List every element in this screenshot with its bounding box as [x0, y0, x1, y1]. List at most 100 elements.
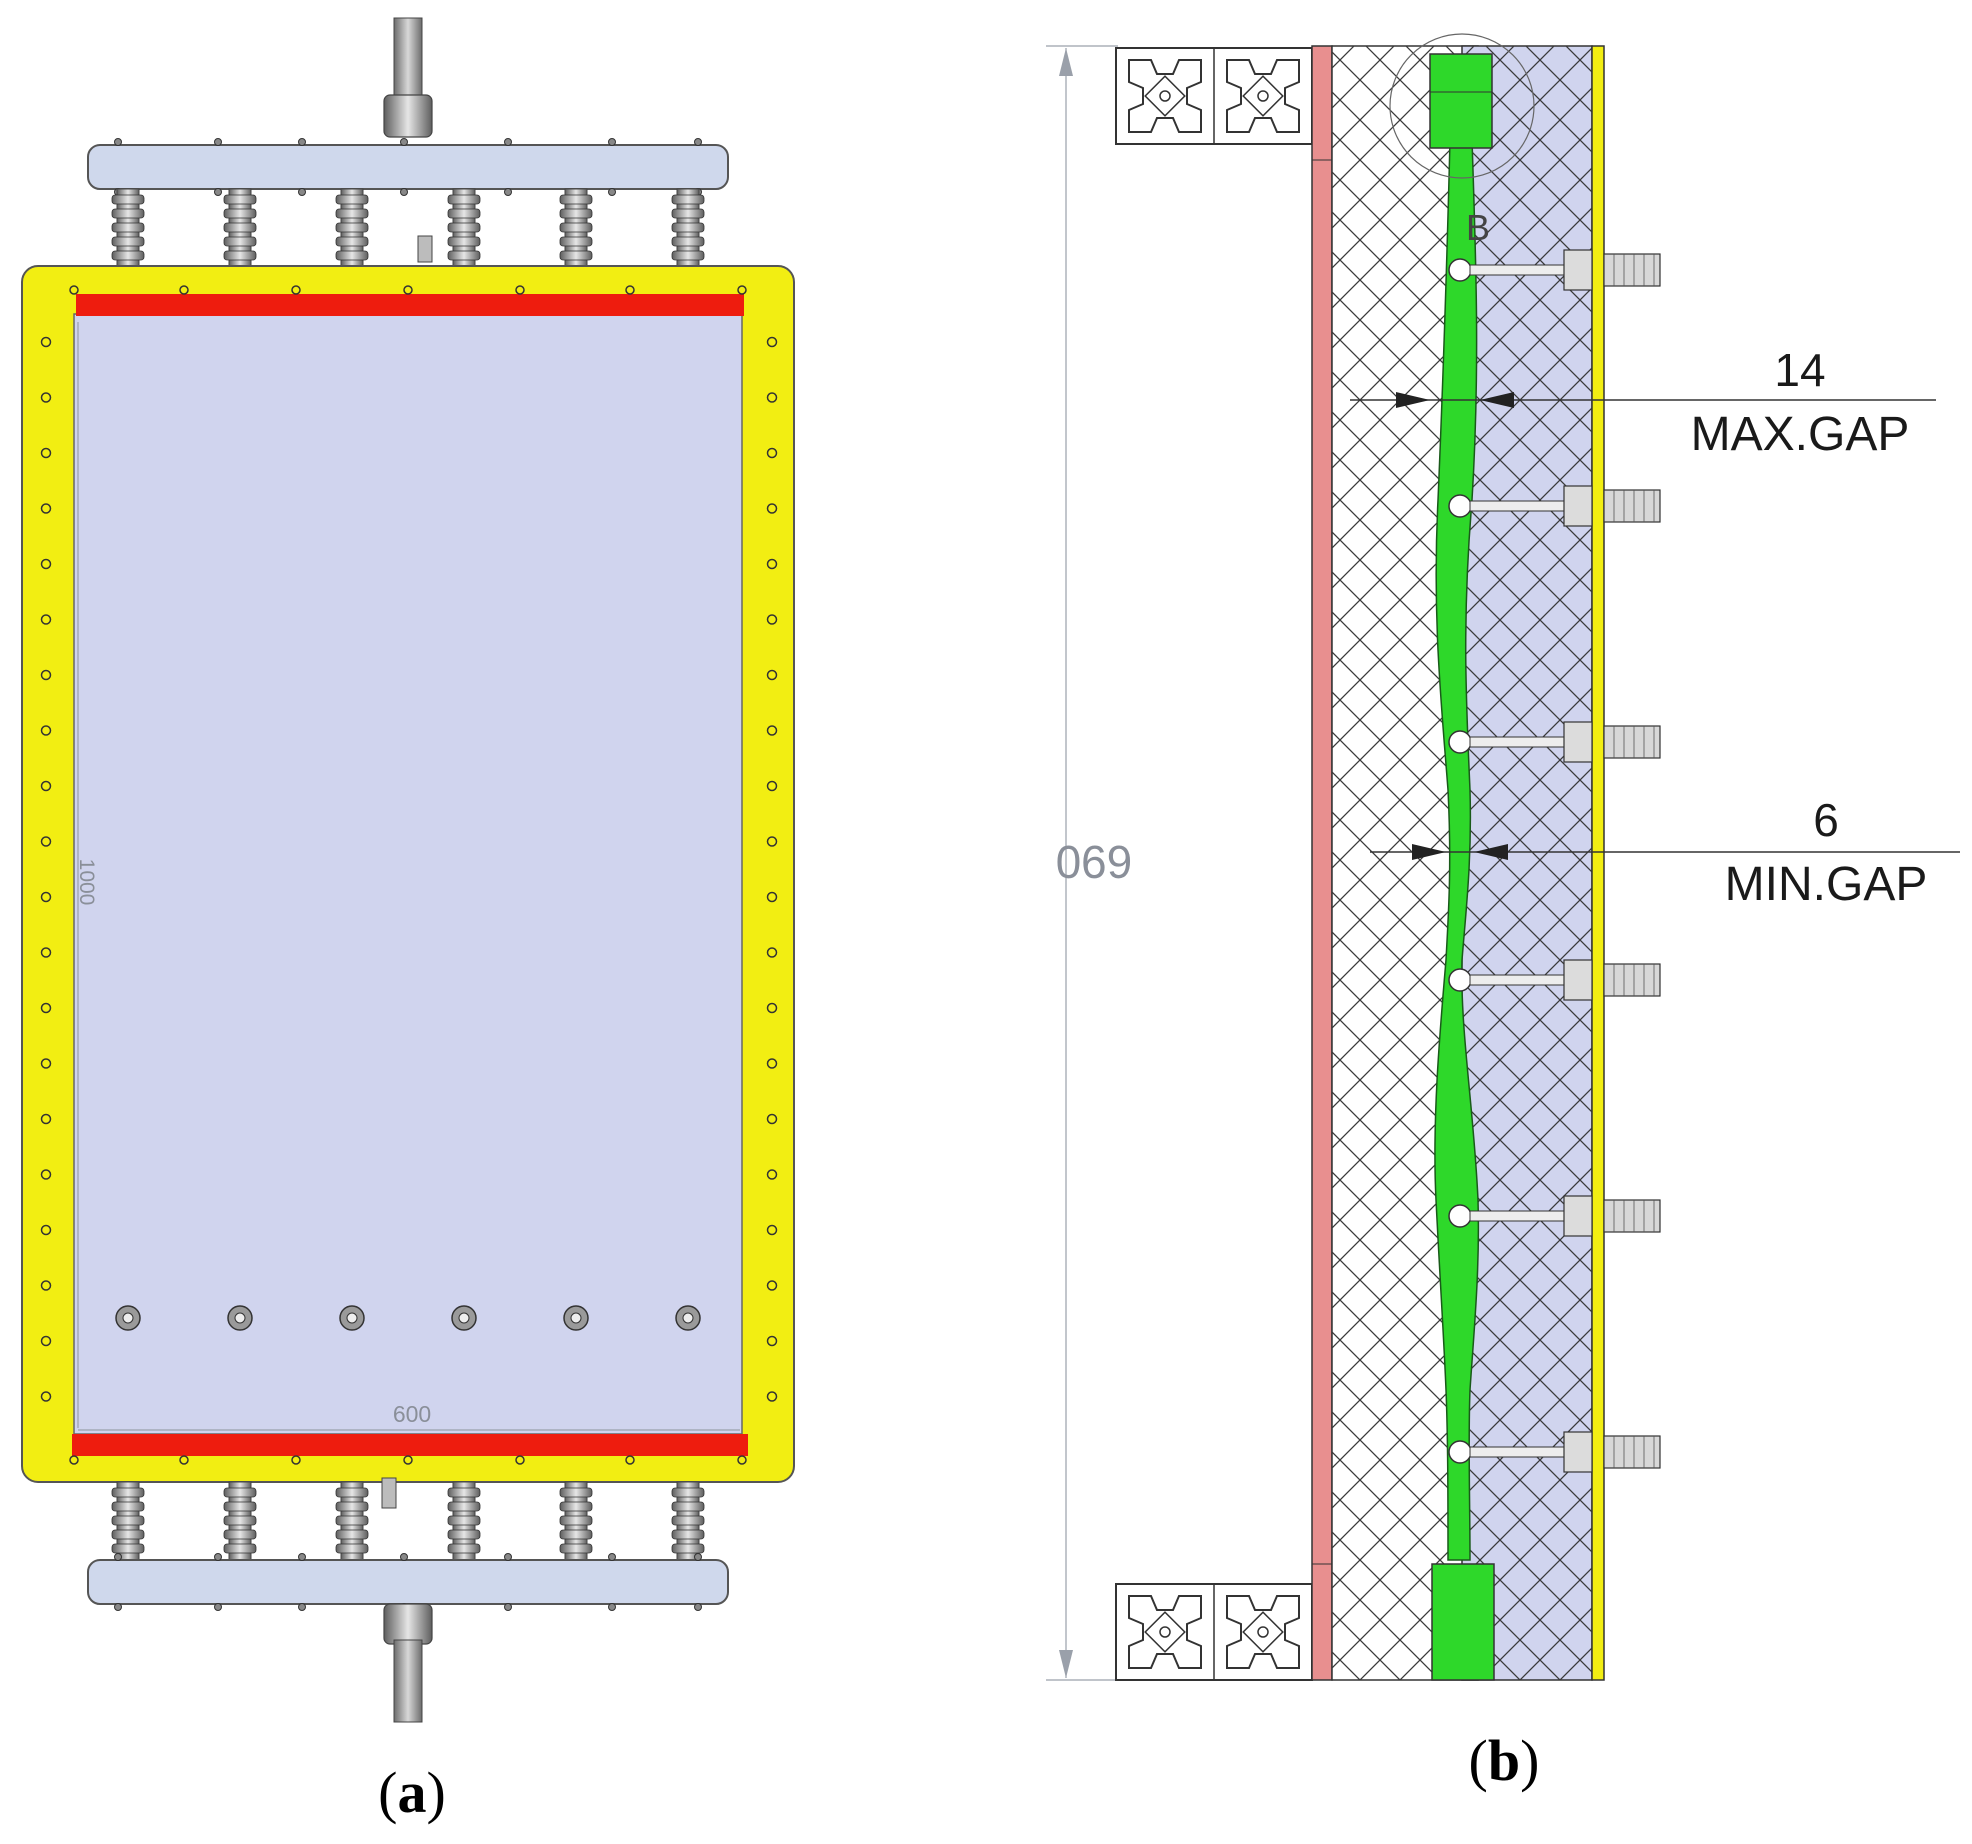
side-bolt-head [1448, 730, 1472, 754]
frame-hole [625, 1455, 635, 1465]
bolt [559, 1481, 593, 1561]
side-bolt-nut [1563, 1431, 1593, 1473]
frame-hole [766, 947, 778, 958]
frame-hole [515, 1455, 525, 1465]
profile-cell [1226, 59, 1300, 133]
bolt [559, 188, 593, 267]
frame-hole [766, 392, 778, 403]
side-bolt [1448, 249, 1661, 291]
panel-nut-inner [682, 1312, 694, 1324]
frame-hole [40, 503, 52, 514]
bolt-thread [335, 208, 369, 219]
bolt [671, 1481, 705, 1561]
max-gap-arrow-left [1396, 392, 1430, 408]
bar-hole [608, 1553, 616, 1561]
frame-hole [40, 1335, 52, 1347]
bolt-thread [559, 1501, 593, 1512]
frame-hole [766, 725, 778, 736]
bolt-thread [671, 222, 705, 233]
top-fitting [417, 235, 433, 263]
bolt-thread [335, 236, 369, 247]
frame-hole [737, 1455, 747, 1465]
top-rod-nut [383, 94, 433, 138]
bar-hole [298, 1603, 306, 1611]
frame-hole [766, 1280, 778, 1291]
frame-hole [766, 1058, 778, 1069]
bar-hole [214, 1553, 222, 1561]
bolt-thread [671, 236, 705, 247]
frame-hole [766, 614, 778, 625]
panel-nut-inner [234, 1312, 246, 1324]
frame-hole [766, 447, 778, 459]
frame-hole [40, 836, 52, 847]
bar-hole [298, 138, 306, 146]
min-gap-arrow-left [1412, 844, 1446, 860]
bolt-thread [111, 208, 145, 219]
profile-hole [1257, 1626, 1269, 1638]
bolt-thread [335, 1501, 369, 1512]
bolt-thread [335, 1487, 369, 1498]
dim-arrow-bottom [1059, 1650, 1073, 1678]
side-bolt-knob [1603, 489, 1661, 523]
frame-hole [179, 285, 189, 295]
frame-hole [766, 891, 778, 903]
frame-hole [40, 1224, 52, 1236]
profile-hole [1159, 1626, 1171, 1638]
bolt-thread [223, 250, 257, 261]
bolt-thread [335, 194, 369, 205]
bolt-thread [559, 194, 593, 205]
side-bolt-knob [1603, 1435, 1661, 1469]
frame-hole [737, 285, 747, 295]
bolt-thread [111, 222, 145, 233]
side-bolt-knob [1603, 1199, 1661, 1233]
bar-hole [694, 1553, 702, 1561]
panel-nut-inner [570, 1312, 582, 1324]
bolt [223, 188, 257, 267]
frame-hole [40, 669, 52, 681]
frame-hole [69, 1455, 79, 1465]
bolt-thread [447, 1543, 481, 1554]
bolt-thread [559, 1543, 593, 1554]
bolt-thread [447, 1529, 481, 1540]
frame-hole [766, 780, 778, 792]
bolt [335, 188, 369, 267]
bar-hole [114, 1603, 122, 1611]
frame-hole [40, 1391, 52, 1402]
bolt [447, 188, 481, 267]
bolt-thread [111, 194, 145, 205]
frame-hole [40, 447, 52, 459]
bolt-thread [447, 194, 481, 205]
profile-hole [1159, 90, 1171, 102]
caption-a-letter: a [398, 1760, 427, 1825]
caption-b: (b) [1469, 1728, 1540, 1793]
detail-circle [1389, 33, 1535, 179]
side-bolt-shank [1469, 1210, 1573, 1222]
bolt-thread [447, 208, 481, 219]
panel-nut [227, 1305, 253, 1331]
side-bolt-head [1448, 258, 1472, 282]
bolt-thread [111, 250, 145, 261]
side-bolt-shank [1469, 974, 1573, 986]
frame-hole [766, 1335, 778, 1347]
bolt-thread [111, 1543, 145, 1554]
bar-hole [694, 138, 702, 146]
bolt-thread [671, 194, 705, 205]
side-bolt-knob [1603, 253, 1661, 287]
bar-hole [214, 138, 222, 146]
frame-hole [766, 1002, 778, 1014]
profile-cell [1128, 1595, 1202, 1669]
profile-cell [1128, 59, 1202, 133]
bottom-clamp-bar [87, 1559, 729, 1605]
bolt-thread [447, 1487, 481, 1498]
frame-holes [40, 285, 778, 1465]
frame-hole [40, 1169, 52, 1180]
bar-hole [298, 1553, 306, 1561]
side-bolt-shank [1469, 500, 1573, 512]
bolt-thread [223, 208, 257, 219]
frame-hole [40, 392, 52, 403]
min-gap-value: 6 [1813, 794, 1839, 846]
frame-hole [766, 1169, 778, 1180]
bolt-thread [671, 1515, 705, 1526]
frame-hole [766, 669, 778, 681]
